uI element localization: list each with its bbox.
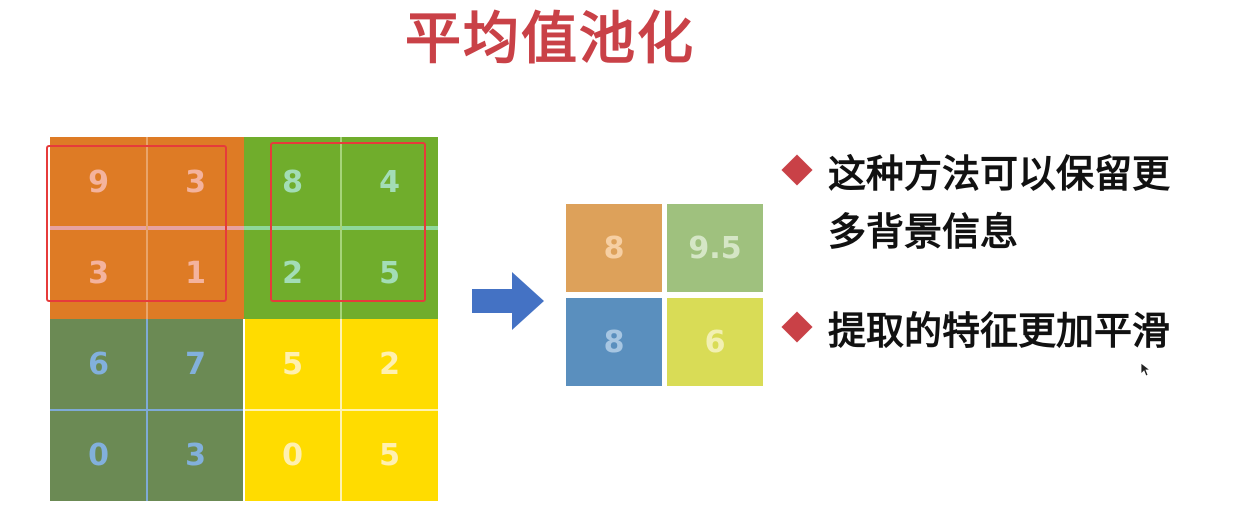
input-cell: 2 [244, 228, 341, 319]
input-cell: 0 [244, 410, 341, 501]
output-cell: 8 [566, 298, 662, 386]
input-cell: 5 [244, 319, 341, 410]
grid-line [146, 319, 148, 501]
grid-line [340, 319, 342, 501]
right-arrow-icon [472, 272, 544, 330]
input-cell: 8 [244, 137, 341, 228]
input-cell: 3 [147, 137, 244, 228]
pooling-window-highlight [270, 142, 426, 302]
output-cell: 6 [667, 298, 763, 386]
diamond-bullet-icon [781, 311, 813, 343]
input-cell: 1 [147, 228, 244, 319]
pooling-window-highlight [46, 145, 227, 302]
input-cell: 3 [50, 228, 147, 319]
input-cell: 3 [147, 410, 244, 501]
input-cell: 5 [341, 410, 438, 501]
input-cell: 9 [50, 137, 147, 228]
slide-title: 平均值池化 [405, 7, 695, 72]
grid-line [340, 137, 342, 319]
bullet-text: 提取的特征更加平滑 [828, 309, 1171, 353]
grid-line [243, 319, 245, 501]
bullet-item: 提取的特征更加平滑 [781, 302, 1238, 360]
input-cell: 4 [341, 137, 438, 228]
bullet-text: 这种方法可以保留更多背景信息 [828, 152, 1171, 254]
input-cell: 6 [50, 319, 147, 410]
mouse-cursor-icon [1141, 363, 1151, 377]
bullet-item: 这种方法可以保留更多背景信息 [781, 145, 1188, 261]
input-feature-map: 9 3 8 4 3 1 2 5 6 7 5 2 0 3 0 5 [46, 137, 438, 501]
input-cell: 0 [50, 410, 147, 501]
input-cell: 2 [341, 319, 438, 410]
grid-line [146, 137, 148, 319]
input-cell: 5 [341, 228, 438, 319]
output-cell: 9.5 [667, 204, 763, 292]
diamond-bullet-icon [781, 154, 813, 186]
output-cell: 8 [566, 204, 662, 292]
output-feature-map: 8 9.5 8 6 [566, 204, 763, 386]
input-cell: 7 [147, 319, 244, 410]
